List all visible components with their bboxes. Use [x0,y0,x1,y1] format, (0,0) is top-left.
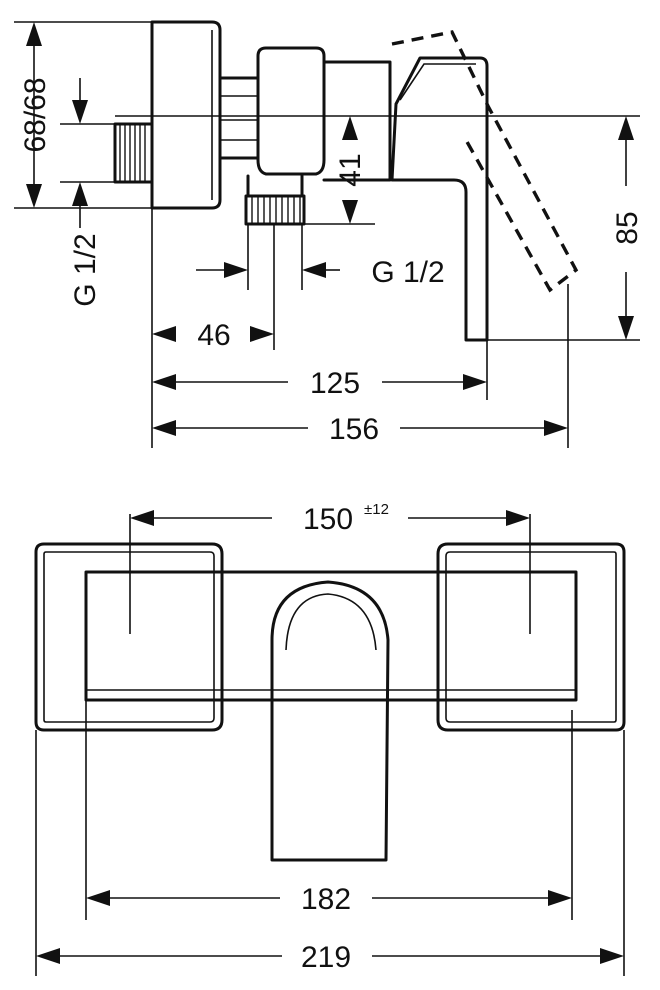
dim-182: 182 [86,883,572,916]
outlet-connector [244,174,306,226]
dim-68-68: 68/68 [19,22,52,208]
right-wall-cover-inner [445,551,617,723]
front-view: 150 ±12 182 219 [34,501,626,976]
handle-front [270,580,390,862]
cartridge-housing [322,60,392,182]
dim-g12-inlet-label: G 1/2 [69,233,102,306]
dim-182-label: 182 [301,883,351,916]
mixer-body [256,46,326,176]
dim-41-label: 41 [334,153,367,186]
dim-150-label: 150 [303,503,353,536]
wall-flange [150,20,222,210]
dim-85-label: 85 [611,211,644,244]
dim-150-tolerance: ±12 [364,501,389,518]
dim-g12-outlet-label: G 1/2 [371,256,444,289]
extension-lines [14,21,640,448]
left-wall-cover [34,542,224,732]
handle-front-highlight [285,593,377,651]
handle-rotated-dashed [391,30,579,293]
dim-g12-outlet: G 1/2 [196,256,445,289]
dim-46: 46 [152,319,274,352]
mixer-body-bar [84,570,578,702]
inlet-thread [113,122,154,184]
dim-68-68-label: 68/68 [19,77,52,152]
dim-150: 150 ±12 [130,501,530,536]
dim-156-label: 156 [329,413,379,446]
dim-219: 219 [36,941,624,974]
dim-46-label: 46 [197,319,230,352]
dim-125-label: 125 [310,367,360,400]
dim-219-label: 219 [301,941,351,974]
dim-41: 41 [334,116,367,224]
handle-lever [390,56,489,342]
dim-85: 85 [611,116,644,340]
side-view: 68/68 G 1/2 41 G 1/2 46 [14,20,644,448]
dim-125: 125 [152,367,487,400]
dim-156: 156 [152,413,568,446]
handle-lever-inner [399,63,476,101]
left-wall-cover-inner [43,551,215,723]
right-wall-cover [436,542,626,732]
hex-nut [218,76,260,160]
dim-g12-inlet: G 1/2 [69,78,102,307]
